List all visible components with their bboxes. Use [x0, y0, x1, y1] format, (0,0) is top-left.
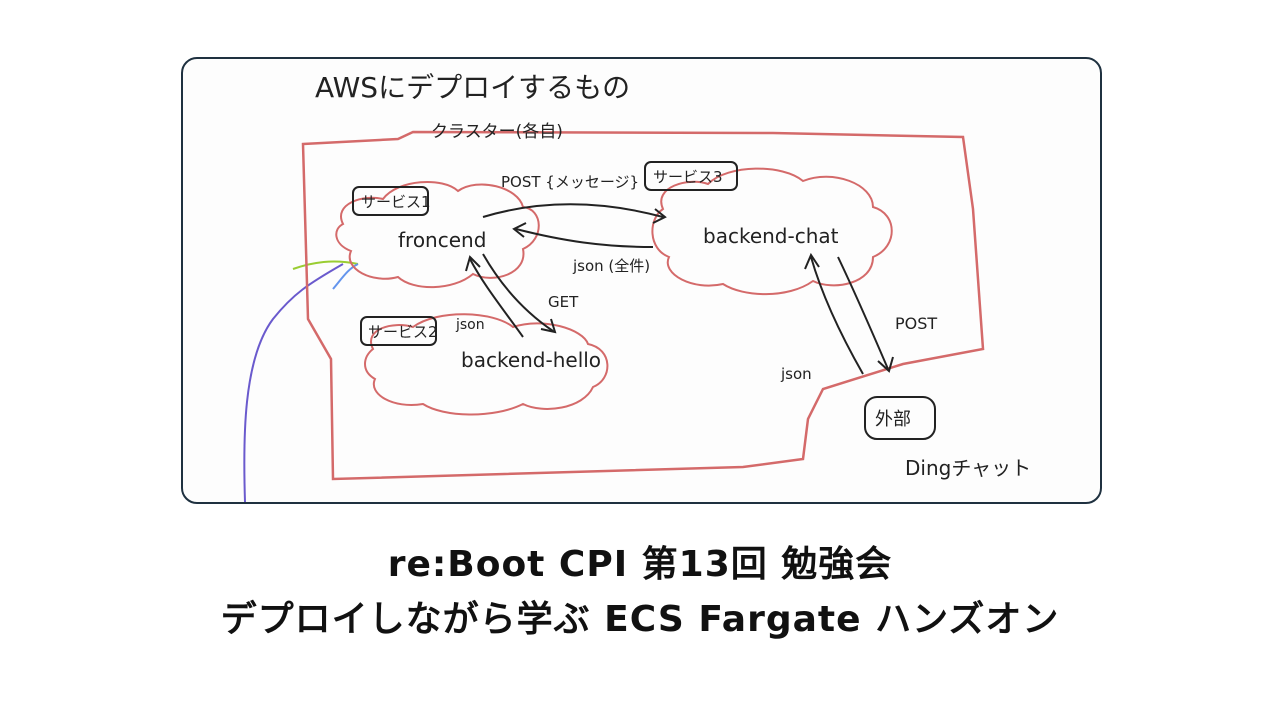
cable-line: [243, 263, 344, 502]
arrow-post-message: [482, 203, 664, 218]
arrow-head: [652, 208, 667, 224]
edge-post-message-label: POST {メッセージ}: [501, 173, 639, 191]
service2-cloud: [364, 313, 609, 416]
service3-cloud: [651, 167, 893, 296]
whiteboard-frame: AWSにデプロイするもの クラスター(各自) サービス1 froncend サー…: [181, 57, 1102, 504]
edge-json-all-label: json (全件): [572, 257, 650, 275]
arrow-get: [482, 253, 554, 332]
cable-line: [332, 263, 359, 290]
title-line2: デプロイしながら学ぶ ECS Fargate ハンズオン: [220, 599, 1060, 640]
arrow-json-hello: [469, 258, 524, 338]
arrow-head: [512, 222, 527, 238]
service3-name: backend-chat: [703, 224, 839, 248]
title-line1: re:Boot CPI 第13回 勉強会: [387, 544, 893, 585]
service2-tag: サービス2: [368, 323, 438, 341]
service1-name: froncend: [398, 228, 486, 252]
edge-get-label: GET: [548, 293, 579, 311]
external-tag: 外部: [875, 409, 911, 430]
cable-line: [292, 260, 359, 270]
arrow-json-ext: [810, 256, 864, 375]
service1-tag-box: [352, 186, 429, 216]
arrow-head: [804, 252, 820, 270]
diagram-heading: AWSにデプロイするもの: [315, 71, 630, 104]
external-name: Dingチャット: [905, 456, 1031, 480]
service1-tag: サービス1: [361, 193, 431, 211]
page-title: re:Boot CPI 第13回 勉強会 デプロイしながら学ぶ ECS Farg…: [0, 538, 1280, 648]
cluster-label: クラスター(各自): [431, 122, 563, 142]
service1-cloud: [335, 181, 540, 289]
arrow-head: [540, 318, 557, 334]
external-tag-box: [864, 396, 936, 440]
edge-post-ext-label: POST: [895, 314, 937, 333]
cluster-outline: [301, 130, 985, 481]
arrow-json-all: [515, 228, 654, 248]
arrow-head: [877, 356, 894, 373]
edge-json-hello-label: json: [455, 317, 485, 333]
service2-name: backend-hello: [461, 348, 601, 372]
service3-tag-box: [644, 161, 738, 191]
service2-tag-box: [360, 316, 437, 346]
edge-json-ext-label: json: [780, 365, 812, 383]
service3-tag: サービス3: [653, 168, 723, 186]
arrow-post-ext: [837, 256, 889, 370]
architecture-diagram: AWSにデプロイするもの クラスター(各自) サービス1 froncend サー…: [243, 71, 1031, 502]
arrow-head: [465, 255, 481, 272]
